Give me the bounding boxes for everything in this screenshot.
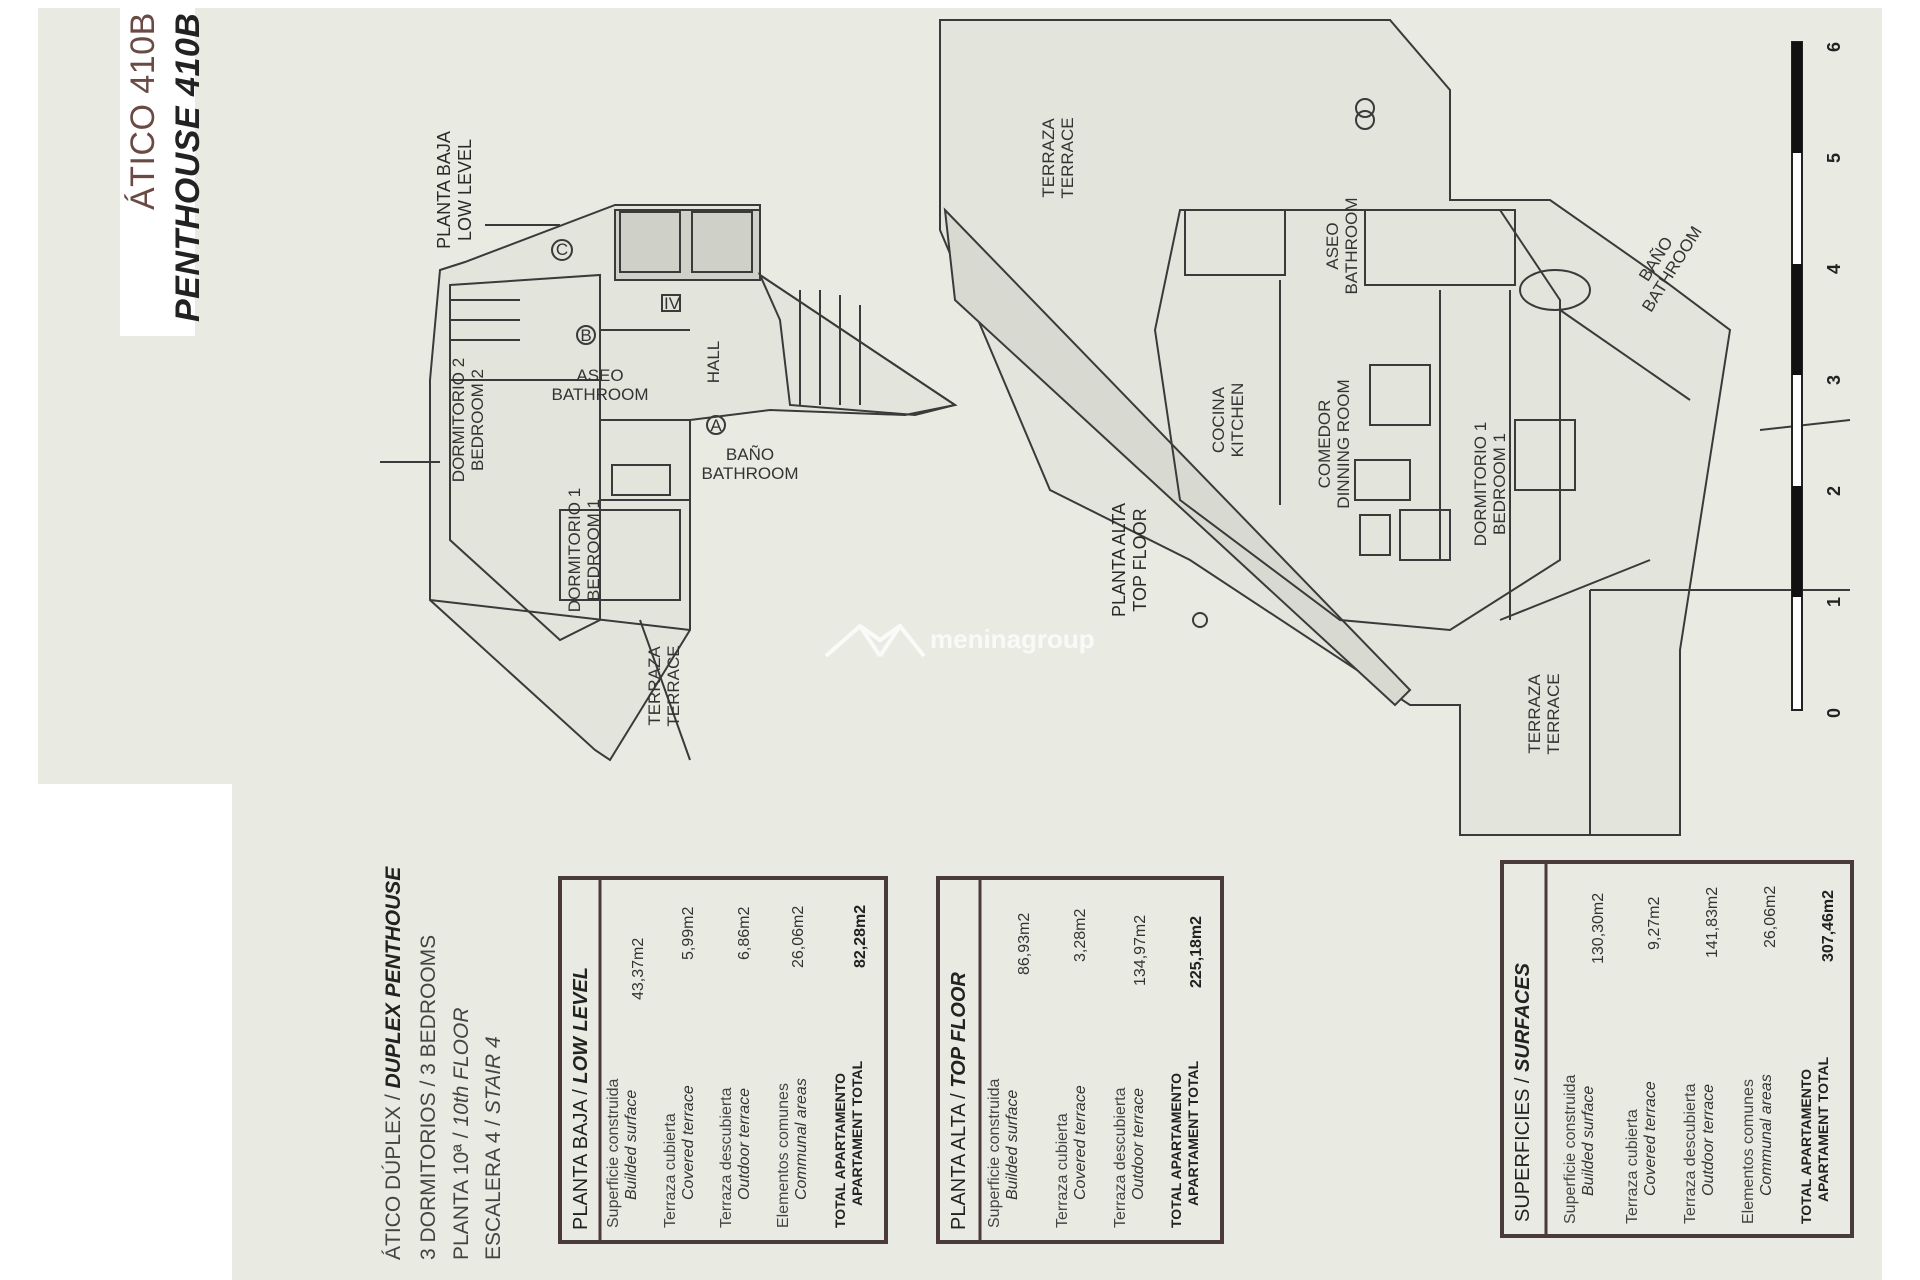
scale-tick-1: 1	[1824, 596, 1844, 607]
table-top-row2-value: 3,28m2	[1072, 908, 1089, 962]
low-mark-a: A	[710, 416, 722, 435]
table-surfaces-row4-value: 26,06m2	[1762, 885, 1779, 948]
low-mark-iv: IV	[663, 294, 681, 313]
table-surfaces-total-value: 307,46m2	[1820, 889, 1837, 962]
low-room-hall: HALL	[704, 340, 723, 384]
low-level-plan	[380, 204, 958, 762]
info-bedrooms: 3 DORMITORIOS / 3 BEDROOMS	[417, 934, 440, 1260]
table-surfaces-row2-value: 9,27m2	[1646, 896, 1663, 950]
table-top-row1-value: 86,93m2	[1016, 912, 1033, 975]
table-low-row2-value: 5,99m2	[680, 906, 697, 960]
scale-tick-5: 5	[1824, 152, 1844, 163]
info-stair: ESCALERA 4 / STAIR 4	[482, 1036, 505, 1260]
title-es: ÁTICO 410B	[124, 12, 162, 210]
table-surfaces-row1-value: 130,30m2	[1590, 892, 1607, 964]
table-top-total-value: 225,18m2	[1188, 915, 1205, 988]
scale-tick-2: 2	[1824, 485, 1844, 496]
scale-tick-3: 3	[1824, 374, 1844, 385]
low-mark-c: C	[555, 240, 569, 259]
table-low-row4-value: 26,06m2	[790, 905, 807, 968]
table-low-row1-value: 43,37m2	[630, 937, 647, 1000]
table-surfaces-frame	[1500, 860, 1854, 1238]
info-type: ÁTICO DÚPLEX / DUPLEX PENTHOUSE	[382, 866, 405, 1260]
scale-bar	[1791, 41, 1803, 711]
top-floor-plan	[939, 19, 1851, 836]
table-top-row3-value: 134,97m2	[1132, 914, 1149, 986]
table-surfaces-row3-value: 141,83m2	[1704, 886, 1721, 958]
info-floor: PLANTA 10ª / 10th FLOOR	[450, 1007, 473, 1260]
low-mark-b: B	[580, 326, 592, 345]
title-en: PENTHOUSE 410B	[169, 12, 207, 322]
table-low-row3-value: 6,86m2	[736, 906, 753, 960]
watermark-logo	[824, 623, 926, 658]
table-low-level-frame	[558, 876, 888, 1244]
watermark-text: meninagroup	[930, 624, 1095, 654]
table-low-heading: PLANTA BAJA / LOW LEVEL	[570, 966, 592, 1230]
table-top-floor-frame	[936, 876, 1224, 1244]
table-low-total-value: 82,28m2	[852, 904, 869, 968]
scale-tick-0: 0	[1824, 707, 1844, 718]
table-top-heading: PLANTA ALTA / TOP FLOOR	[948, 972, 970, 1230]
table-surfaces-heading: SUPERFICIES / SURFACES	[1512, 963, 1534, 1222]
scale-tick-6: 6	[1824, 41, 1844, 52]
scale-tick-4: 4	[1824, 263, 1844, 274]
